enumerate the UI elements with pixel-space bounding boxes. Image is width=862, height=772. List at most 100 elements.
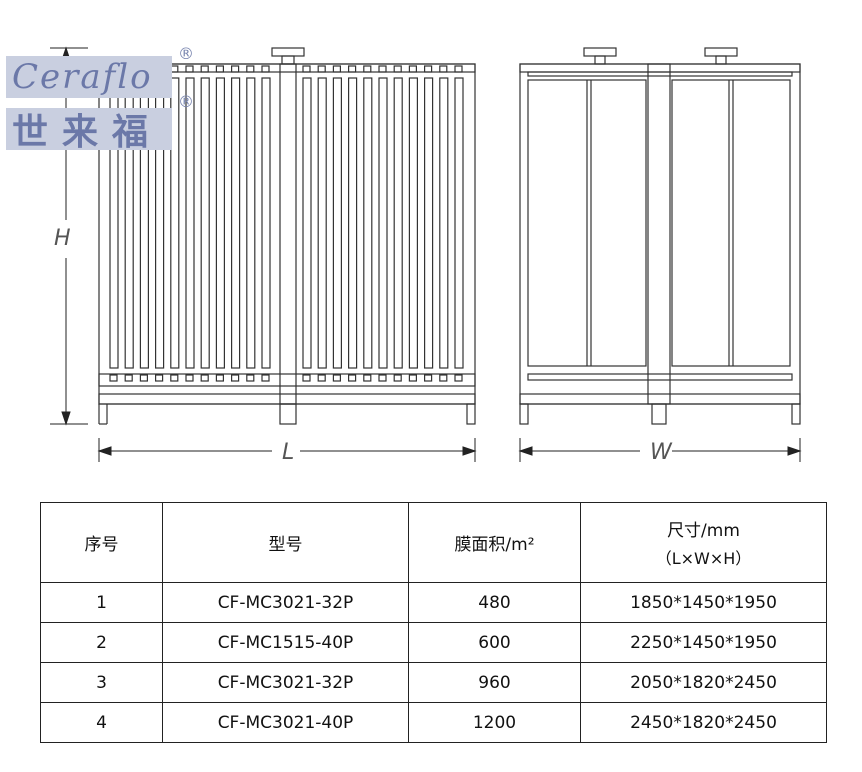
tube-cap	[185, 374, 194, 382]
cell-model: CF-MC3021-40P	[162, 702, 409, 743]
arrow-left	[518, 446, 533, 456]
membrane-tube	[378, 77, 388, 369]
height-label: H	[54, 226, 71, 251]
tube-cap	[393, 65, 402, 73]
side-top-rail	[527, 71, 793, 77]
tube-cap	[246, 374, 255, 382]
tube-cap	[408, 374, 417, 382]
tube-cap	[170, 374, 179, 382]
membrane-tube	[246, 77, 256, 369]
tube-cap	[185, 65, 194, 73]
tube-cap	[439, 65, 448, 73]
membrane-tube	[393, 77, 403, 369]
tube-cap	[378, 374, 387, 382]
tube-cap	[261, 65, 270, 73]
width-label: W	[650, 440, 672, 465]
cell-area: 600	[408, 622, 581, 663]
cell-area: 480	[408, 582, 581, 623]
membrane-tube	[170, 77, 180, 369]
cell-size: 2450*1820*2450	[580, 702, 827, 743]
membrane-tube	[439, 77, 449, 369]
tube-cap	[424, 65, 433, 73]
membrane-tube	[261, 77, 271, 369]
registered-mark: ®	[178, 44, 194, 63]
base-beam	[98, 393, 476, 405]
tube-cap	[363, 374, 372, 382]
cell-index: 3	[40, 662, 163, 703]
arrow-down	[61, 411, 71, 426]
membrane-tube	[454, 77, 464, 369]
leg	[519, 403, 529, 425]
tube-cap	[200, 65, 209, 73]
tube-cap	[363, 65, 372, 73]
tube-cap	[317, 65, 326, 73]
tube-cap	[393, 374, 402, 382]
cell-index: 1	[40, 582, 163, 623]
nozzle-flange	[583, 47, 617, 57]
header-area: 膜面积/m²	[408, 502, 581, 583]
tube-cap	[439, 374, 448, 382]
cell-model: CF-MC3021-32P	[162, 582, 409, 623]
tube-cap	[454, 65, 463, 73]
registered-mark: ®	[178, 92, 194, 111]
cell-index: 2	[40, 622, 163, 663]
membrane-tube	[302, 77, 312, 369]
tube-cap	[454, 374, 463, 382]
tube-cap	[231, 65, 240, 73]
leg	[466, 403, 476, 425]
header-index: 序号	[40, 502, 163, 583]
tube-cap	[348, 374, 357, 382]
tube-cap	[332, 65, 341, 73]
cell-model: CF-MC3021-32P	[162, 662, 409, 703]
cell-area: 960	[408, 662, 581, 703]
leg	[279, 403, 297, 425]
tube-cap	[408, 65, 417, 73]
cell-size: 1850*1450*1950	[580, 582, 827, 623]
tube-cap	[424, 374, 433, 382]
side-center-post	[647, 63, 671, 405]
tube-cap	[215, 374, 224, 382]
length-label: L	[282, 440, 295, 465]
equipment-drawing	[50, 46, 802, 462]
table-row: 3 CF-MC3021-32P 960 2050*1820*2450	[40, 662, 827, 703]
tube-cap	[378, 65, 387, 73]
arrow-right	[787, 446, 802, 456]
tube-cap	[246, 65, 255, 73]
tube-cap	[332, 374, 341, 382]
membrane-tube	[231, 77, 241, 369]
tube-cap	[109, 374, 118, 382]
logo-chinese: 世来福	[6, 108, 172, 153]
tube-cap	[124, 374, 133, 382]
cell-size: 2050*1820*2450	[580, 662, 827, 703]
header-size: 尺寸/mm （L×W×H）	[580, 502, 827, 583]
side-frame-outline	[519, 63, 801, 405]
nozzle-neck	[594, 55, 606, 65]
tube-cap	[317, 374, 326, 382]
nozzle-neck	[281, 55, 295, 65]
arrow-right	[462, 446, 477, 456]
membrane-tube	[200, 77, 210, 369]
arrow-left	[97, 446, 112, 456]
side-top-beam	[519, 63, 801, 73]
tube-cap	[348, 65, 357, 73]
tube-cap	[261, 374, 270, 382]
leg	[651, 403, 667, 425]
tube-cap	[302, 374, 311, 382]
side-base-beam	[519, 393, 801, 405]
tube-cap	[139, 374, 148, 382]
bottom-beam	[98, 373, 476, 387]
tube-cap	[155, 374, 164, 382]
membrane-cassette	[671, 79, 791, 367]
table-row: 1 CF-MC3021-32P 480 1850*1450*1950	[40, 582, 827, 623]
leg	[791, 403, 801, 425]
cell-model: CF-MC1515-40P	[162, 622, 409, 663]
cell-size: 2250*1450*1950	[580, 622, 827, 663]
membrane-tube	[348, 77, 358, 369]
membrane-tube	[215, 77, 225, 369]
membrane-tube	[408, 77, 418, 369]
side-view	[519, 47, 801, 425]
membrane-tube	[363, 77, 373, 369]
side-bottom-rail	[527, 373, 793, 381]
